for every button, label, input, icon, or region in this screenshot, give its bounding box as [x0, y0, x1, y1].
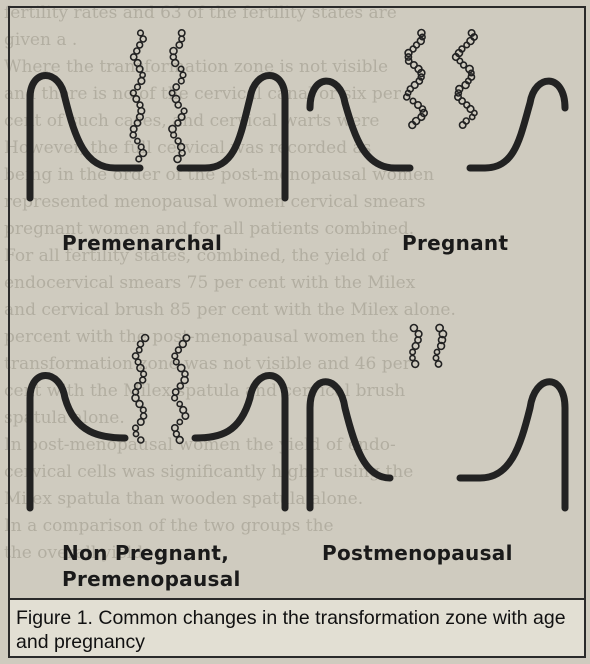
panel-label-postmenopausal: Postmenopausal	[322, 540, 513, 566]
epithelium-dot	[130, 90, 136, 96]
epithelium-dot	[133, 353, 139, 359]
epithelium-dot	[140, 72, 145, 77]
epithelium-dot	[174, 359, 180, 365]
epithelium-dot	[175, 120, 181, 126]
epithelium-dot	[173, 389, 179, 395]
epithelium-dot	[174, 156, 181, 163]
panel-label-pregnant: Pregnant	[402, 230, 508, 256]
epithelium-dot	[470, 114, 475, 119]
epithelium-dot	[181, 108, 187, 114]
epithelium-dot	[131, 54, 137, 60]
epithelium-dot	[137, 42, 143, 48]
epithelium-dot	[137, 347, 142, 352]
figure-frame: Premenarchal Pregnant Non Pregnant, Prem…	[8, 6, 586, 658]
epithelium-dot	[410, 355, 415, 360]
panel-label-non-pregnant-premenopausal: Non Pregnant, Premenopausal	[62, 540, 241, 592]
epithelium-dot	[179, 36, 185, 42]
non-pregnant-premenopausal-diagram	[30, 328, 290, 498]
epithelium-dot	[135, 84, 141, 90]
epithelium-dot	[136, 401, 143, 408]
epithelium-dot	[142, 335, 149, 342]
epithelium-dot	[169, 125, 176, 132]
epithelium-dot	[133, 96, 139, 102]
epithelium-dot	[180, 72, 186, 78]
epithelium-dot	[179, 78, 185, 84]
premenarchal-diagram	[30, 28, 290, 198]
epithelium-dot	[172, 60, 179, 67]
postmenopausal-diagram	[310, 328, 570, 498]
epithelium-dot	[138, 437, 144, 443]
epithelium-dot	[137, 365, 144, 372]
epithelium-dot	[435, 361, 441, 367]
epithelium-dot	[137, 66, 143, 72]
epithelium-dot	[172, 353, 178, 359]
epithelium-dot	[179, 30, 185, 36]
epithelium-dot	[175, 102, 181, 108]
epithelium-dot	[176, 42, 182, 48]
epithelium-dot	[172, 395, 178, 401]
panel-label-premenarchal: Premenarchal	[62, 230, 222, 256]
epithelium-dot	[140, 150, 147, 157]
epithelium-dot	[412, 361, 419, 368]
epithelium-dot	[177, 419, 182, 424]
epithelium-dot	[140, 36, 146, 42]
epithelium-dot	[412, 343, 419, 350]
epithelium-dot	[138, 419, 144, 425]
epithelium-dot	[140, 377, 146, 383]
epithelium-dot	[410, 349, 415, 354]
epithelium-dot	[433, 355, 438, 360]
epithelium-dot	[135, 138, 140, 143]
epithelium-dot	[176, 437, 183, 444]
epithelium-dot	[177, 383, 183, 389]
epithelium-dot	[178, 66, 183, 71]
epithelium-dot	[138, 341, 144, 347]
epithelium-dot	[138, 78, 145, 85]
epithelium-dot	[179, 341, 186, 348]
epithelium-dot	[141, 407, 147, 413]
epithelium-dot	[172, 425, 178, 431]
figure-caption: Figure 1. Common changes in the transfor…	[10, 598, 584, 656]
epithelium-dot	[134, 120, 140, 126]
epithelium-dot	[173, 84, 179, 90]
epithelium-dot	[176, 347, 182, 353]
epithelium-dot	[138, 30, 144, 36]
epithelium-dot	[133, 431, 138, 436]
epithelium-dot	[133, 425, 139, 431]
epithelium-dot	[182, 413, 188, 419]
epithelium-dot	[178, 114, 184, 120]
epithelium-dot	[169, 90, 174, 95]
epithelium-dot	[134, 48, 140, 54]
epithelium-dot	[434, 349, 439, 354]
pregnant-diagram	[310, 28, 570, 198]
epithelium-dot	[460, 122, 466, 128]
epithelium-dot	[177, 401, 182, 406]
epithelium-dot	[141, 371, 147, 377]
epithelium-dot	[410, 325, 417, 332]
epithelium-dot	[136, 156, 142, 162]
